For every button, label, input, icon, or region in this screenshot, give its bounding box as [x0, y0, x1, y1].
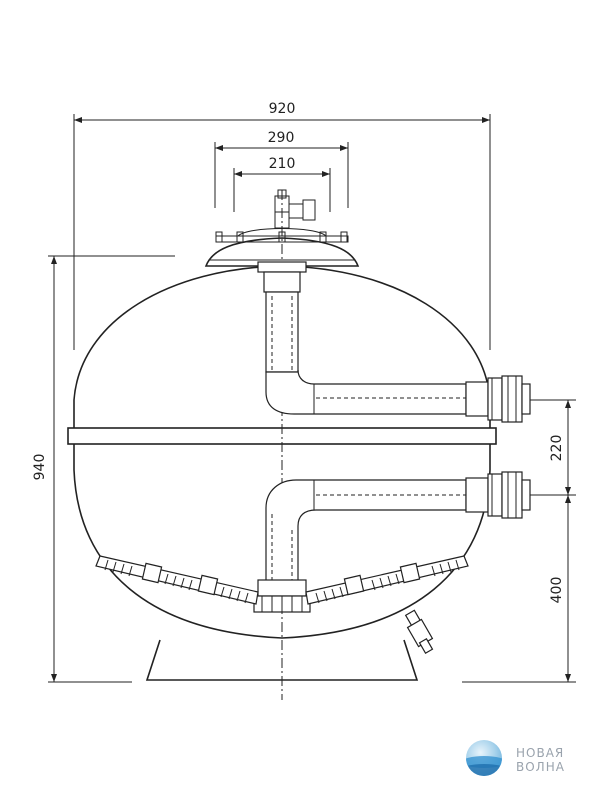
dimension-port-spacing: 220 [530, 399, 576, 496]
dim-label-920: 920 [269, 101, 296, 117]
upper-outlet-pipe [265, 369, 531, 423]
drain-valve-icon [404, 609, 434, 655]
wave-globe-icon [466, 740, 502, 776]
air-valve-icon [274, 189, 316, 229]
dimension-lower-port-height: 400 [462, 495, 576, 683]
dimension-lid-inner: 210 [233, 156, 331, 212]
dim-label-400: 400 [549, 577, 565, 604]
logo-wave-shape-lower [466, 764, 502, 776]
dimension-overall-width: 920 [73, 101, 491, 350]
lateral-arm-right [305, 555, 469, 605]
tank-base [145, 639, 419, 681]
dim-label-220: 220 [549, 435, 565, 462]
logo-line-2: ВОЛНА [516, 760, 565, 774]
upper-diffuser [257, 261, 307, 373]
lateral-arm-left [95, 555, 259, 605]
logo-wordmark: НОВАЯ ВОЛНА [516, 746, 565, 774]
tank-flange [67, 427, 497, 445]
dim-label-210: 210 [269, 156, 296, 172]
collector-hub [253, 579, 311, 613]
logo-line-1: НОВАЯ [516, 746, 565, 760]
dimension-overall-height: 940 [32, 255, 175, 683]
dim-label-290: 290 [268, 130, 295, 146]
dimension-lid-outer: 290 [214, 130, 349, 208]
lower-outlet-pipe [265, 471, 531, 591]
dim-label-940: 940 [32, 454, 48, 481]
